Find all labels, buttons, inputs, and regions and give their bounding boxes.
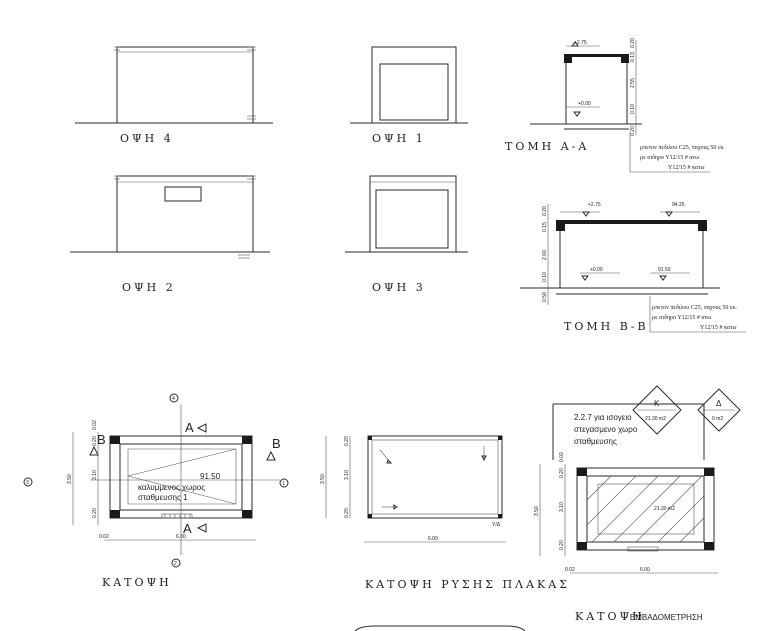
plan-section-a-bottom: A — [183, 521, 192, 536]
section-aa-floor-level: +0.00 — [578, 101, 591, 107]
slab-plan-title: ΚΑΤΟΨΗ ΡΥΣΗΣ ΠΛΑΚΑΣ — [365, 578, 570, 591]
section-b-b: +2.75 94.25 +0.00 91.50 0.20 0.15 2.60 0… — [520, 202, 746, 333]
plan-section-a-top: A — [185, 420, 194, 435]
svg-text:21.30 m2: 21.30 m2 — [645, 416, 666, 422]
svg-text:0.10: 0.10 — [630, 104, 636, 114]
plan-section-b-left: B — [97, 432, 106, 447]
plan-marker-1: 1 — [279, 478, 289, 488]
elevation-1: ΟΨΗ 1 — [350, 46, 468, 145]
svg-text:0.20: 0.20 — [630, 38, 636, 48]
svg-text:2: 2 — [174, 561, 177, 567]
svg-text:3.10: 3.10 — [559, 502, 565, 512]
svg-text:3.50: 3.50 — [67, 474, 73, 484]
svg-text:0.20: 0.20 — [542, 206, 548, 216]
svg-text:0.13: 0.13 — [630, 52, 636, 62]
svg-text:0.10: 0.10 — [542, 272, 548, 282]
plan-marker-4: 4 — [169, 393, 179, 403]
section-aa-note-3: Υ12/15 # κατω — [668, 165, 705, 171]
section-a-a: +2.75 +0.00 0.20 0.13 2.55 0.10 0.20 μπε… — [505, 38, 725, 173]
svg-text:0.02: 0.02 — [92, 420, 98, 430]
section-bb-top-level: +2.75 — [588, 202, 601, 208]
plan-dim-h-1: 0.02 — [99, 534, 109, 540]
svg-text:0.20: 0.20 — [344, 508, 350, 518]
slab-slope-note: Υ/Δ — [492, 522, 501, 528]
elevation-3-title: ΟΨΗ 3 — [372, 281, 426, 294]
plan-marker-2: 2 — [171, 558, 181, 568]
section-bb-note-3: Υ12/15 # κατω — [700, 325, 737, 331]
svg-text:3.50: 3.50 — [320, 474, 326, 484]
section-bb-dims: 0.20 0.15 2.60 0.10 0.50 — [542, 206, 548, 302]
svg-text:3.50: 3.50 — [534, 506, 540, 516]
svg-text:0.20: 0.20 — [559, 468, 565, 478]
area-plan: Κ 21.30 m2 Δ 0 m2 2.2.7 για ισογειο στεγ… — [534, 385, 741, 623]
section-bb-floor-level: +0.00 — [590, 267, 603, 273]
svg-text:0.20: 0.20 — [344, 436, 350, 446]
plan-section-b-right: B — [272, 436, 281, 451]
area-note-2: στεγασμενο χωρο — [574, 425, 638, 434]
svg-text:2.60: 2.60 — [542, 250, 548, 260]
area-note-1: 2.2.7 για ισογειο — [574, 413, 632, 422]
section-aa-note-1: μπετον πεδιλου C25, παχους 50 εκ. — [640, 145, 725, 151]
area-hatch — [586, 475, 705, 543]
section-aa-dims: 0.20 0.13 2.55 0.10 0.20 — [630, 38, 636, 136]
svg-text:3.10: 3.10 — [92, 470, 98, 480]
svg-text:3: 3 — [26, 480, 29, 486]
section-aa-top-level: +2.75 — [574, 40, 587, 46]
area-plan-subtitle: - ΕΜΒΑΔΟΜΕΤΡΗΣΗ — [625, 613, 703, 622]
svg-text:1: 1 — [282, 481, 285, 487]
elevation-3: ΟΨΗ 3 — [345, 175, 468, 294]
section-bb-floor-right: 91.50 — [658, 267, 671, 273]
area-plan-title: ΚΑΤΟΨΗ — [575, 610, 645, 623]
area-note-3: σταθμευσης — [574, 437, 617, 446]
section-bb-note-2: με σιδηρο Υ12/15 # ανω — [652, 315, 711, 321]
plan-room-label-2: σταθμευσης 1 — [138, 493, 188, 502]
plan-title: ΚΑΤΟΨΗ — [102, 576, 172, 589]
plan-marker-3: 3 — [23, 477, 33, 487]
svg-text:0.20: 0.20 — [92, 508, 98, 518]
elevation-4: ΟΨΗ 4 — [75, 46, 273, 145]
svg-text:3.10: 3.10 — [344, 470, 350, 480]
elevation-4-title: ΟΨΗ 4 — [120, 132, 174, 145]
section-aa-title: ΤΟΜΗ Α-Α — [505, 140, 589, 153]
svg-text:4: 4 — [172, 396, 175, 402]
svg-text:2.55: 2.55 — [630, 78, 636, 88]
svg-text:0.15: 0.15 — [542, 222, 548, 232]
plan: 4 2 3 1 A A B B 91.50 καλυμμενος χωρος σ… — [23, 393, 289, 589]
section-bb-top-right: 94.25 — [672, 202, 685, 208]
area-inner: 21.30 m2 — [654, 506, 675, 512]
plan-level: 91.50 — [200, 472, 221, 481]
svg-text:0.02: 0.02 — [559, 452, 565, 462]
svg-text:Δ: Δ — [716, 399, 722, 408]
plan-room-label-1: καλυμμενος χωρος — [138, 483, 205, 492]
area-dim-h-1: 0.02 — [565, 567, 575, 573]
elevation-2: ΟΨΗ 2 — [70, 175, 270, 294]
section-bb-title: ΤΟΜΗ Β-Β — [564, 320, 649, 333]
area-dims-vertical: 3.50 0.20 3.10 0.20 0.02 — [534, 452, 565, 550]
slab-dim-h: 6.00 — [428, 536, 438, 542]
svg-text:0.20: 0.20 — [559, 540, 565, 550]
svg-text:0.20: 0.20 — [630, 126, 636, 136]
area-dim-h-2: 6.00 — [640, 567, 650, 573]
slab-plan: Υ/Δ 3.50 0.20 3.10 0.20 6.00 ΚΑΤΟΨΗ ΡΥΣΗ… — [320, 435, 570, 591]
svg-text:0 m2: 0 m2 — [712, 416, 723, 422]
svg-text:0.50: 0.50 — [542, 292, 548, 302]
slab-dims-vertical: 3.50 0.20 3.10 0.20 — [320, 436, 350, 518]
plan-dims-vertical: 3.50 0.20 3.10 0.20 0.02 — [67, 420, 98, 518]
area-badge-d: Δ 0 m2 — [697, 388, 741, 432]
elevation-2-title: ΟΨΗ 2 — [122, 281, 176, 294]
plan-dim-h-2: 6.00 — [176, 534, 186, 540]
section-aa-note-2: με σιδηρο Υ12/15 # ανω — [640, 155, 699, 161]
area-badge-k: Κ 21.30 m2 — [632, 385, 682, 435]
svg-text:0.20: 0.20 — [92, 436, 98, 446]
bottom-edge-frame — [354, 625, 526, 631]
elevation-1-title: ΟΨΗ 1 — [372, 132, 426, 145]
section-bb-note-1: μπετον πεδιλου C25, παχους 50 εκ. — [652, 305, 737, 311]
